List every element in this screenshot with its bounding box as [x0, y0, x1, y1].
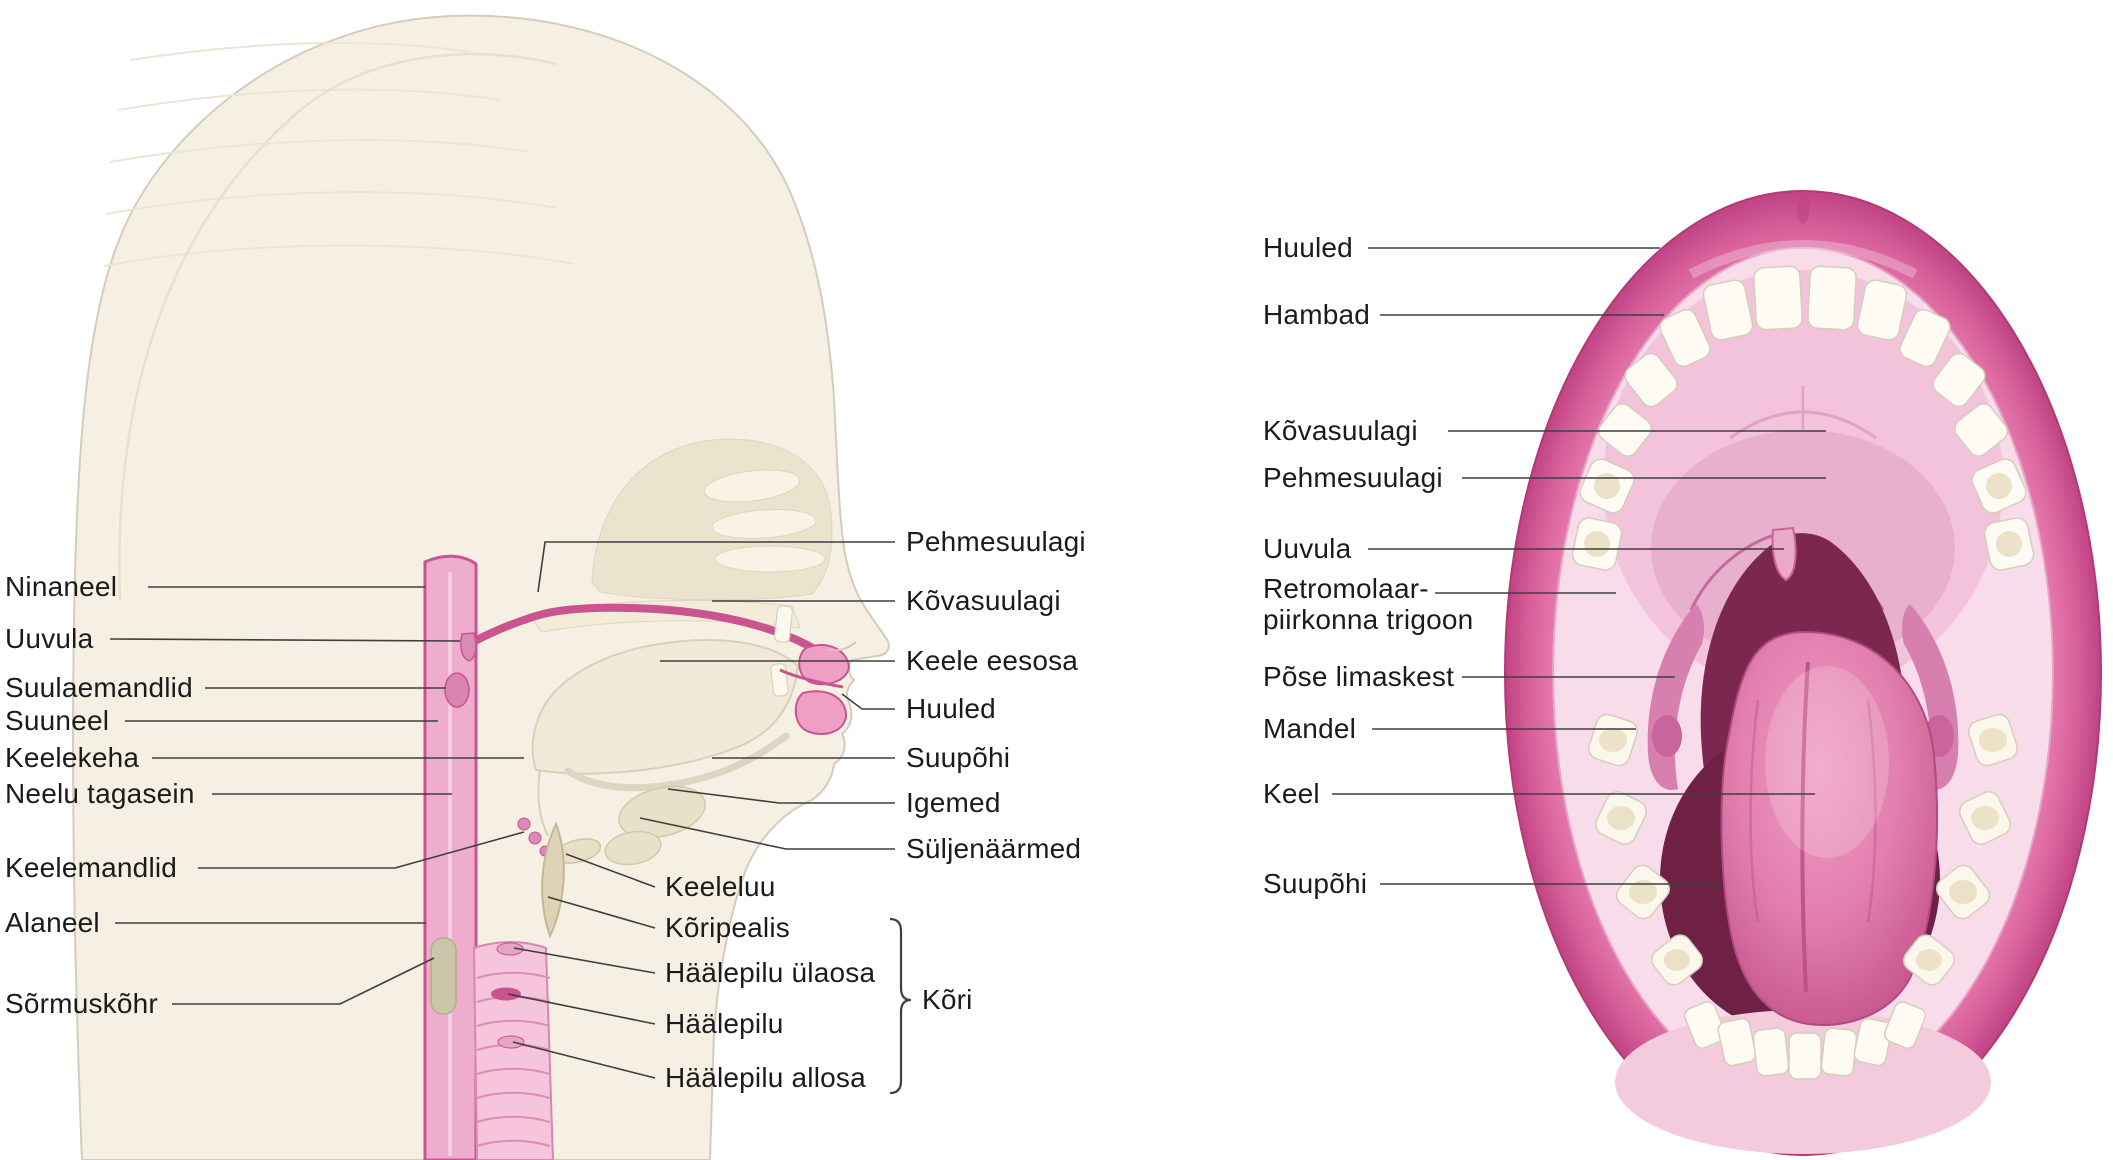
- salivary-glands: [604, 785, 706, 866]
- label-igemed: Igemed: [906, 787, 1001, 818]
- label-suljenaarmed: Süljenäärmed: [906, 833, 1082, 864]
- label-suupohi-mouth: Suupõhi: [1263, 868, 1368, 899]
- palatine-tonsil: [444, 672, 470, 708]
- uvula-sagittal: [460, 632, 477, 662]
- upper-lip-shine: [1688, 240, 1918, 279]
- upper-teeth-arch: [1571, 265, 2035, 571]
- glottis-folds: [491, 942, 525, 1049]
- leader-keeleluu: [565, 853, 656, 888]
- epiglottis: [541, 821, 565, 939]
- leader-pehmesuulagi-side: [537, 541, 895, 593]
- mouth-slit: [779, 668, 844, 689]
- skull-inner-line: [118, 52, 557, 601]
- label-koripealis: Kõripealis: [665, 912, 790, 943]
- leader-haalepilu-ulaosa: [513, 947, 656, 974]
- tongue-base-line: [537, 769, 549, 837]
- label-pehmesuulagi-side: Pehmesuulagi: [906, 526, 1086, 557]
- label-neelu-tagasein: Neelu tagasein: [5, 778, 195, 809]
- leader-igemed: [667, 788, 895, 804]
- leader-sormuskohr: [172, 957, 435, 1005]
- label-pose-limaskest: Põse limaskest: [1263, 661, 1455, 692]
- hair-streaks: [103, 41, 575, 267]
- label-sormuskohr: Sõrmuskõhr: [5, 988, 158, 1019]
- head-outline: [72, 14, 890, 1160]
- lower-molars: [1588, 713, 2018, 986]
- leader-koripealis: [547, 896, 656, 929]
- label-haalepilu: Häälepilu: [665, 1008, 784, 1039]
- leader-haalepilu-allosa: [512, 1041, 656, 1079]
- label-haalepilu-allosa: Häälepilu allosa: [665, 1062, 866, 1093]
- nostril-line: [826, 641, 857, 652]
- lower-front-teeth: [1683, 1001, 1927, 1080]
- label-suuneel: Suuneel: [5, 705, 110, 736]
- palate-line: [469, 603, 820, 654]
- label-keel: Keel: [1263, 778, 1320, 809]
- tongue: [1720, 630, 1938, 1026]
- cricoid-cartilage: [430, 937, 457, 1015]
- label-kovasuulagi-side: Kõvasuulagi: [906, 585, 1061, 616]
- leader-haalepilu: [507, 993, 656, 1025]
- uvula-shape: [1771, 526, 1797, 582]
- label-keelekeha: Keelekeha: [5, 742, 140, 773]
- label-huuled-mouth: Huuled: [1263, 232, 1353, 263]
- leader-uuvula: [109, 638, 461, 642]
- tongue-median-groove: [1800, 661, 1810, 993]
- label-uuvula: Uuvula: [5, 623, 94, 654]
- label-kovasuulagi-mouth: Kõvasuulagi: [1263, 415, 1418, 446]
- label-alaneel: Alaneel: [5, 907, 100, 938]
- kori-bracket: [889, 917, 912, 1095]
- label-huuled-side: Huuled: [906, 693, 996, 724]
- head-sagittal-illustration: [72, 14, 890, 1160]
- label-hambad: Hambad: [1263, 299, 1371, 330]
- label-haalepilu-ulaosa: Häälepilu ülaosa: [665, 957, 876, 988]
- label-kori: Kõri: [922, 984, 973, 1015]
- leader-keelemandlid: [198, 831, 525, 869]
- label-retromolaar: Retromolaar-piirkonna trigoon: [1263, 573, 1474, 635]
- label-pehmesuulagi-mouth: Pehmesuulagi: [1263, 462, 1443, 493]
- nasal-cavity: [591, 438, 833, 601]
- label-suulaemandlid: Suulaemandlid: [5, 672, 193, 703]
- label-ninaneel: Ninaneel: [5, 571, 118, 602]
- leader-suljenaarmed: [639, 817, 895, 850]
- lingual-tonsils: [517, 817, 551, 857]
- cupid-notch: [1796, 192, 1810, 226]
- tongue-sagittal: [531, 639, 800, 775]
- lips-profile: [794, 644, 851, 735]
- leader-huuled-side: [841, 693, 895, 710]
- label-mandel: Mandel: [1263, 713, 1357, 744]
- label-keeleluu: Keeleluu: [665, 871, 776, 902]
- tongue-side-lines: [1749, 699, 1877, 923]
- label-keele-eesosa: Keele eesosa: [906, 645, 1079, 676]
- label-uuvula-mouth: Uuvula: [1263, 533, 1352, 564]
- open-mouth-illustration: [1504, 190, 2102, 1156]
- label-keelemandlid: Keelemandlid: [5, 852, 178, 883]
- tonsil-left: [1652, 715, 1682, 757]
- tongue-highlight: [1765, 666, 1889, 858]
- label-suupohi-side: Suupõhi: [906, 742, 1011, 773]
